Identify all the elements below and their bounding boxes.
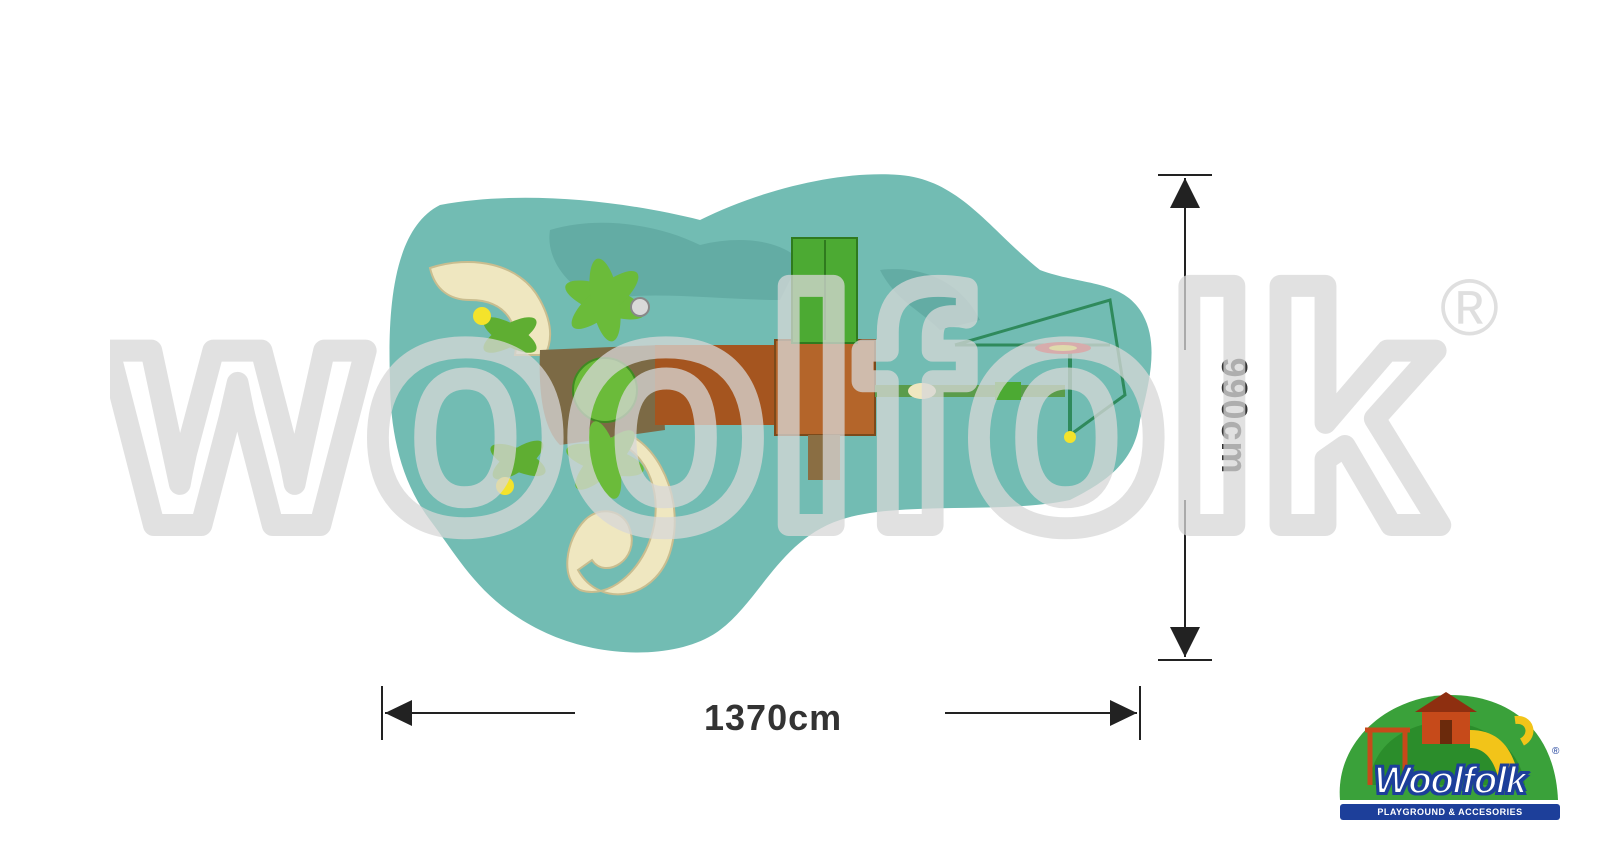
palm-tree-top (565, 258, 645, 342)
logo-slide (1470, 730, 1520, 785)
height-dimension-label: 990cm (1213, 332, 1255, 500)
yellow-ball-bottom (496, 477, 514, 495)
arrow-left-icon (385, 700, 412, 726)
ladder (808, 435, 840, 480)
arrow-down-icon (1170, 627, 1200, 657)
logo-registered: ® (1552, 746, 1560, 757)
tower-deck (774, 339, 876, 436)
bridge (875, 385, 1065, 397)
tower-roof (655, 345, 780, 425)
arrow-up-icon (1170, 178, 1200, 208)
yellow-ball-top (473, 307, 491, 325)
spinner-base (1064, 431, 1076, 443)
palm-tree-left (483, 317, 546, 480)
logo-wordmark: Woolfolk (1373, 759, 1528, 803)
logo-emblem (1339, 692, 1558, 800)
palm-crown-center (572, 357, 638, 423)
width-dimension-label: 1370cm (700, 700, 847, 736)
palm-tree-bottom (566, 421, 644, 499)
ground-shadow-2 (880, 269, 980, 330)
bridge-node (995, 382, 1021, 400)
steering-wheel (630, 297, 650, 317)
logo-subtitle: PLAYGROUND & ACCESORIES (1340, 804, 1560, 820)
spiral-slide (566, 428, 676, 596)
bridge-pad (908, 383, 936, 399)
arrow-right-icon (1110, 700, 1137, 726)
woolfolk-logo: Woolfolk ® PLAYGROUND & ACCESORIES (1330, 690, 1570, 830)
